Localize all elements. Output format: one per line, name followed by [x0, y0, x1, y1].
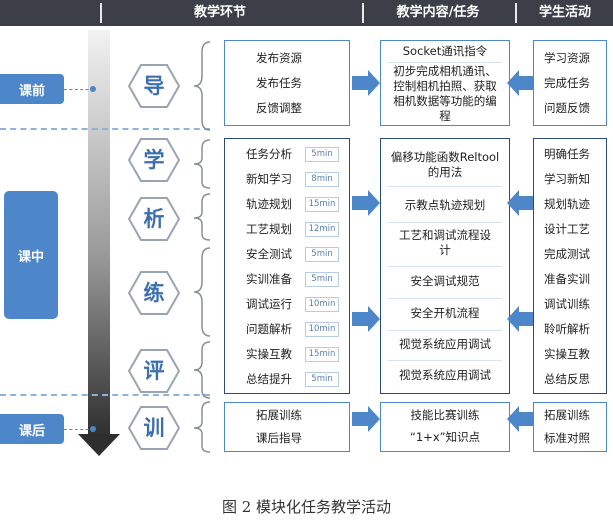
content-divider — [388, 360, 502, 361]
stage-hexagon-lian: 练 — [128, 270, 180, 316]
connector-dot — [90, 426, 96, 432]
phase-separator — [0, 128, 210, 130]
connector-line — [64, 429, 94, 430]
content-mid-item: 安全开机流程 — [410, 306, 480, 320]
content-divider — [388, 222, 502, 223]
stage-char: 析 — [143, 207, 165, 231]
pre-task-item: 发布资源 — [256, 51, 302, 65]
content-mid-item: 视觉系统应用调试 — [399, 368, 491, 382]
student-post-item: 拓展训练 — [544, 408, 590, 422]
content-mid-item: 偏移功能函数Reltool的用法 — [390, 150, 500, 179]
student-mid-item: 明确任务 — [544, 147, 590, 161]
stage-hexagon-dao: 导 — [128, 63, 180, 109]
header-divider — [362, 3, 364, 23]
duration-badge: 10min — [305, 297, 339, 312]
duration-badge: 15min — [305, 347, 339, 362]
student-mid-item: 总结反思 — [544, 372, 590, 386]
header-col-stage: 教学环节 — [193, 5, 246, 20]
student-mid-item: 设计工艺 — [544, 222, 590, 236]
duration-badge: 8min — [305, 172, 339, 187]
student-mid-item: 规划轨迹 — [544, 197, 590, 211]
mid-task-item: 新知学习 — [246, 172, 292, 186]
mid-task-item: 工艺规划 — [246, 222, 292, 236]
duration-badge: 5min — [305, 272, 339, 287]
stage-hexagon-ping: 评 — [128, 348, 180, 394]
pre-task-item: 发布任务 — [256, 76, 302, 90]
stage-hexagon-xun: 训 — [128, 405, 180, 451]
stage-hexagon-xue: 学 — [128, 137, 180, 183]
connector-line — [64, 89, 94, 90]
header-col-student: 学生活动 — [538, 5, 591, 20]
mid-task-item: 任务分析 — [246, 147, 292, 161]
content-pre-box — [380, 40, 510, 126]
pre-task-item: 反馈调整 — [256, 101, 302, 115]
student-pre-item: 完成任务 — [544, 76, 590, 90]
content-pre-body: 初步完成相机通讯、控制相机拍照、获取相机数据等功能的编程 — [393, 64, 497, 123]
content-mid-item: 视觉系统应用调试 — [399, 337, 491, 351]
content-divider — [388, 186, 502, 187]
stage-char: 学 — [143, 148, 165, 172]
stage-char: 评 — [143, 359, 165, 383]
content-post-item: 技能比赛训练 — [410, 408, 480, 422]
duration-badge: 5min — [305, 247, 339, 262]
post-task-item: 拓展训练 — [256, 408, 302, 422]
stage-char: 导 — [143, 74, 165, 98]
content-divider — [388, 266, 502, 267]
flow-arrows — [352, 70, 533, 432]
mid-task-item: 实训准备 — [246, 272, 292, 286]
stage-hexagon-xi: 析 — [128, 196, 180, 242]
duration-badge: 10min — [305, 322, 339, 337]
student-pre-box — [533, 40, 607, 126]
content-divider — [388, 62, 502, 63]
header-col-content: 教学内容/任务 — [396, 5, 480, 20]
mid-task-item: 安全测试 — [246, 247, 292, 261]
content-mid-item: 工艺和调试流程设计 — [399, 228, 491, 257]
content-pre-title: Socket通讯指令 — [402, 44, 488, 58]
header-divider — [100, 3, 102, 23]
mid-task-item: 总结提升 — [246, 372, 292, 386]
student-mid-item: 完成测试 — [544, 247, 590, 261]
content-divider — [388, 298, 502, 299]
figure-caption: 图 2 模块化任务教学活动 — [221, 498, 392, 516]
phase-separator — [0, 394, 210, 396]
student-mid-item: 学习新知 — [544, 172, 590, 186]
phase-pre-label: 课前 — [0, 74, 64, 104]
student-mid-item: 实操互教 — [544, 347, 590, 361]
header-divider — [515, 3, 517, 23]
mid-task-item: 实操互教 — [246, 347, 292, 361]
student-post-box — [533, 402, 607, 452]
content-post-box — [380, 402, 510, 452]
student-pre-item: 学习资源 — [544, 51, 590, 65]
mid-task-item: 调试运行 — [246, 297, 292, 311]
student-mid-box — [533, 138, 607, 394]
duration-badge: 5min — [305, 372, 339, 387]
duration-badge: 5min — [305, 147, 339, 162]
phase-mid-label: 课中 — [4, 191, 58, 319]
content-post-item: “1+x”知识点 — [409, 430, 481, 444]
post-task-box — [224, 402, 350, 452]
student-pre-item: 问题反馈 — [544, 101, 590, 115]
student-mid-item: 准备实训 — [544, 272, 590, 286]
mid-task-item: 问题解析 — [246, 322, 292, 336]
student-post-item: 标准对照 — [544, 431, 590, 445]
phase-post-label: 课后 — [0, 414, 64, 444]
mid-task-item: 轨迹规划 — [246, 197, 292, 211]
student-mid-item: 调试训练 — [544, 297, 590, 311]
connector-dot — [90, 86, 96, 92]
header-bar: 教学环节 教学内容/任务 学生活动 — [0, 0, 613, 26]
student-mid-item: 聆听解析 — [544, 322, 590, 336]
stage-char: 训 — [143, 416, 165, 440]
duration-badge: 12min — [305, 222, 339, 237]
content-mid-item: 示教点轨迹规划 — [404, 198, 486, 212]
brace-group — [193, 41, 211, 453]
content-mid-item: 安全调试规范 — [410, 274, 480, 288]
content-divider — [388, 330, 502, 331]
timeline-arrow — [78, 30, 120, 456]
stage-char: 练 — [143, 281, 165, 305]
pre-task-box — [224, 40, 350, 126]
post-task-item: 课后指导 — [256, 431, 302, 445]
duration-badge: 15min — [305, 197, 339, 212]
